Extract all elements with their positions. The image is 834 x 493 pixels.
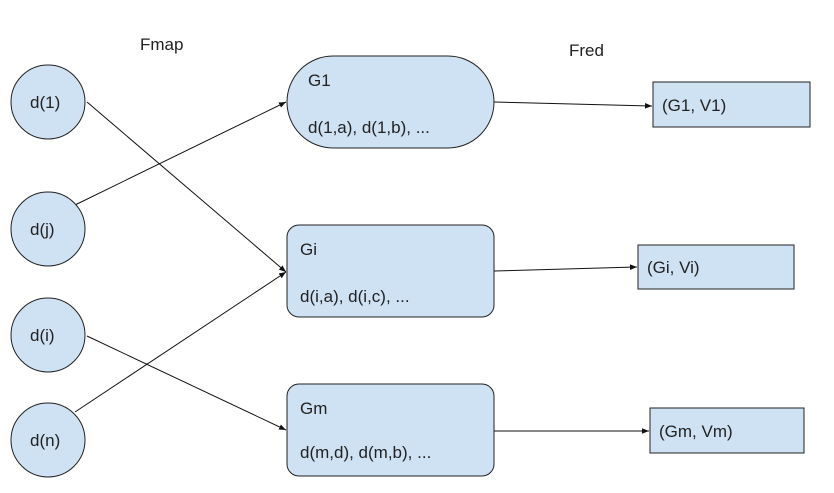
- group-node-Gm: Gm d(m,d), d(m,b), ...: [286, 383, 495, 477]
- group-items: d(1,a), d(1,b), ...: [308, 118, 430, 137]
- map-header: Fmap: [140, 35, 183, 54]
- edge-di-Gm: [86, 335, 287, 431]
- output-label: (Gm, Vm): [659, 422, 733, 441]
- reduce-header: Fred: [569, 41, 604, 60]
- group-title: G1: [308, 71, 331, 90]
- group-title: Gi: [300, 240, 317, 259]
- input-node-dn: d(n): [10, 402, 86, 478]
- input-node-label: d(i): [30, 326, 55, 345]
- group-node-Gi: Gi d(i,a), d(i,c), ...: [286, 224, 495, 318]
- edge-dj-G1: [74, 101, 287, 206]
- edge-d1-Gi: [86, 101, 287, 273]
- output-node-Gm: (Gm, Vm): [649, 407, 805, 454]
- input-node-label: d(1): [30, 93, 60, 112]
- group-node-G1: G1 d(1,a), d(1,b), ...: [286, 55, 495, 149]
- input-node-label: d(j): [30, 220, 55, 239]
- output-node-G1: (G1, V1): [652, 81, 811, 128]
- group-items: d(i,a), d(i,c), ...: [300, 287, 410, 306]
- input-node-label: d(n): [30, 431, 60, 450]
- input-node-d1: d(1): [10, 64, 86, 140]
- input-node-dj: d(j): [10, 191, 86, 267]
- group-title: Gm: [300, 399, 327, 418]
- output-node-Gi: (Gi, Vi): [637, 244, 795, 290]
- output-label: (Gi, Vi): [647, 258, 700, 277]
- input-node-di: d(i): [10, 297, 86, 373]
- group-items: d(m,d), d(m,b), ...: [300, 443, 431, 462]
- edge-dn-Gi: [74, 271, 287, 413]
- edge-Gi-out: [493, 264, 638, 272]
- output-label: (G1, V1): [662, 96, 726, 115]
- edges: [74, 101, 653, 434]
- edge-G1-out: [493, 101, 653, 109]
